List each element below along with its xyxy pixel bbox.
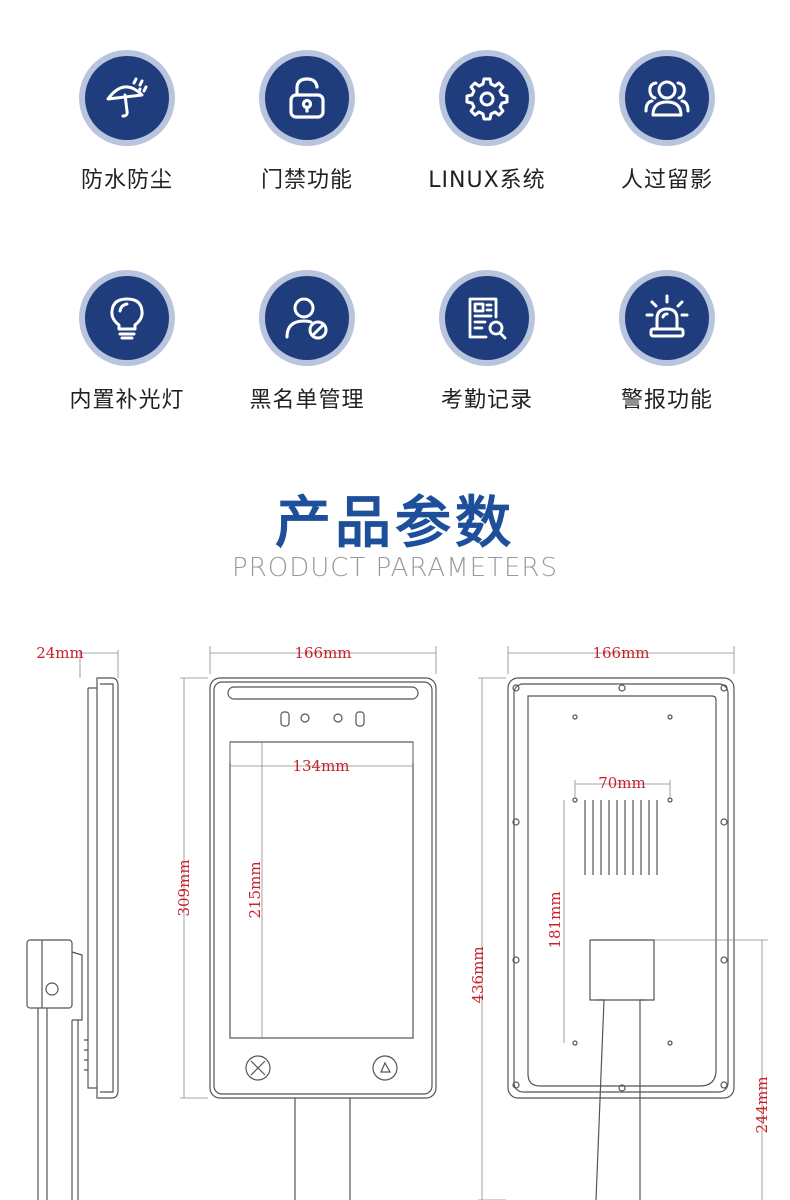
feature-icon-ring (79, 270, 175, 366)
feature-label: 警报功能 (620, 388, 713, 413)
alarm-siren-icon (645, 294, 689, 338)
front-view (209, 677, 437, 1200)
lightbulb-icon (110, 297, 144, 340)
users-group-icon (644, 80, 690, 117)
feature-icon-ring (619, 50, 715, 146)
gear-icon (465, 77, 509, 121)
feature-alarm: 警报功能 (577, 270, 757, 414)
feature-icon-ring (619, 270, 715, 366)
document-search-icon (468, 297, 507, 340)
dim-front-width: 166mm (294, 644, 351, 662)
feature-label: 内置补光灯 (69, 388, 185, 413)
feature-label: 人过留影 (620, 168, 713, 193)
dim-vent-height: 181mm (546, 891, 564, 948)
feature-icon-ring (439, 50, 535, 146)
feature-label: LINUX系统 (428, 168, 546, 193)
feature-label: 防水防尘 (80, 168, 173, 193)
feature-attendance: 考勤记录 (397, 270, 577, 414)
feature-label: 黑名单管理 (249, 388, 365, 413)
section-title: 产品参数 (275, 491, 515, 556)
feature-label: 考勤记录 (440, 388, 533, 413)
feature-icon-ring (259, 270, 355, 366)
dimension-drawing: 24mm 166mm 134mm 166mm 70mm 309mm 215mm … (26, 644, 771, 1200)
dim-screen-width: 134mm (292, 757, 349, 775)
back-view (507, 677, 735, 1200)
feature-capture-photo: 人过留影 (577, 50, 757, 194)
feature-label: 门禁功能 (260, 168, 353, 193)
section-subtitle: PRODUCT PARAMETERS (232, 553, 558, 583)
feature-access-control: 门禁功能 (217, 50, 397, 194)
dim-vent-width: 70mm (598, 774, 646, 792)
feature-blacklist: 黑名单管理 (217, 270, 397, 414)
feature-grid: 防水防尘 门禁功能 LINUX系统 (0, 0, 790, 440)
dim-front-height: 309mm (175, 859, 193, 916)
umbrella-rain-icon (106, 77, 148, 118)
dim-stand-height: 244mm (753, 1076, 771, 1133)
feature-waterproof: 防水防尘 (37, 50, 217, 194)
feature-icon-ring (439, 270, 535, 366)
feature-icon-ring (79, 50, 175, 146)
dim-screen-height: 215mm (246, 861, 264, 918)
feature-fill-light: 内置补光灯 (37, 270, 217, 414)
feature-linux-system: LINUX系统 (397, 50, 577, 194)
dim-back-width: 166mm (592, 644, 649, 662)
dim-total-height: 436mm (469, 946, 487, 1003)
user-blocked-icon (285, 297, 328, 340)
dim-side-depth: 24mm (36, 644, 84, 662)
unlocked-padlock-icon (289, 77, 325, 119)
side-view (26, 677, 119, 1200)
feature-icon-ring (259, 50, 355, 146)
